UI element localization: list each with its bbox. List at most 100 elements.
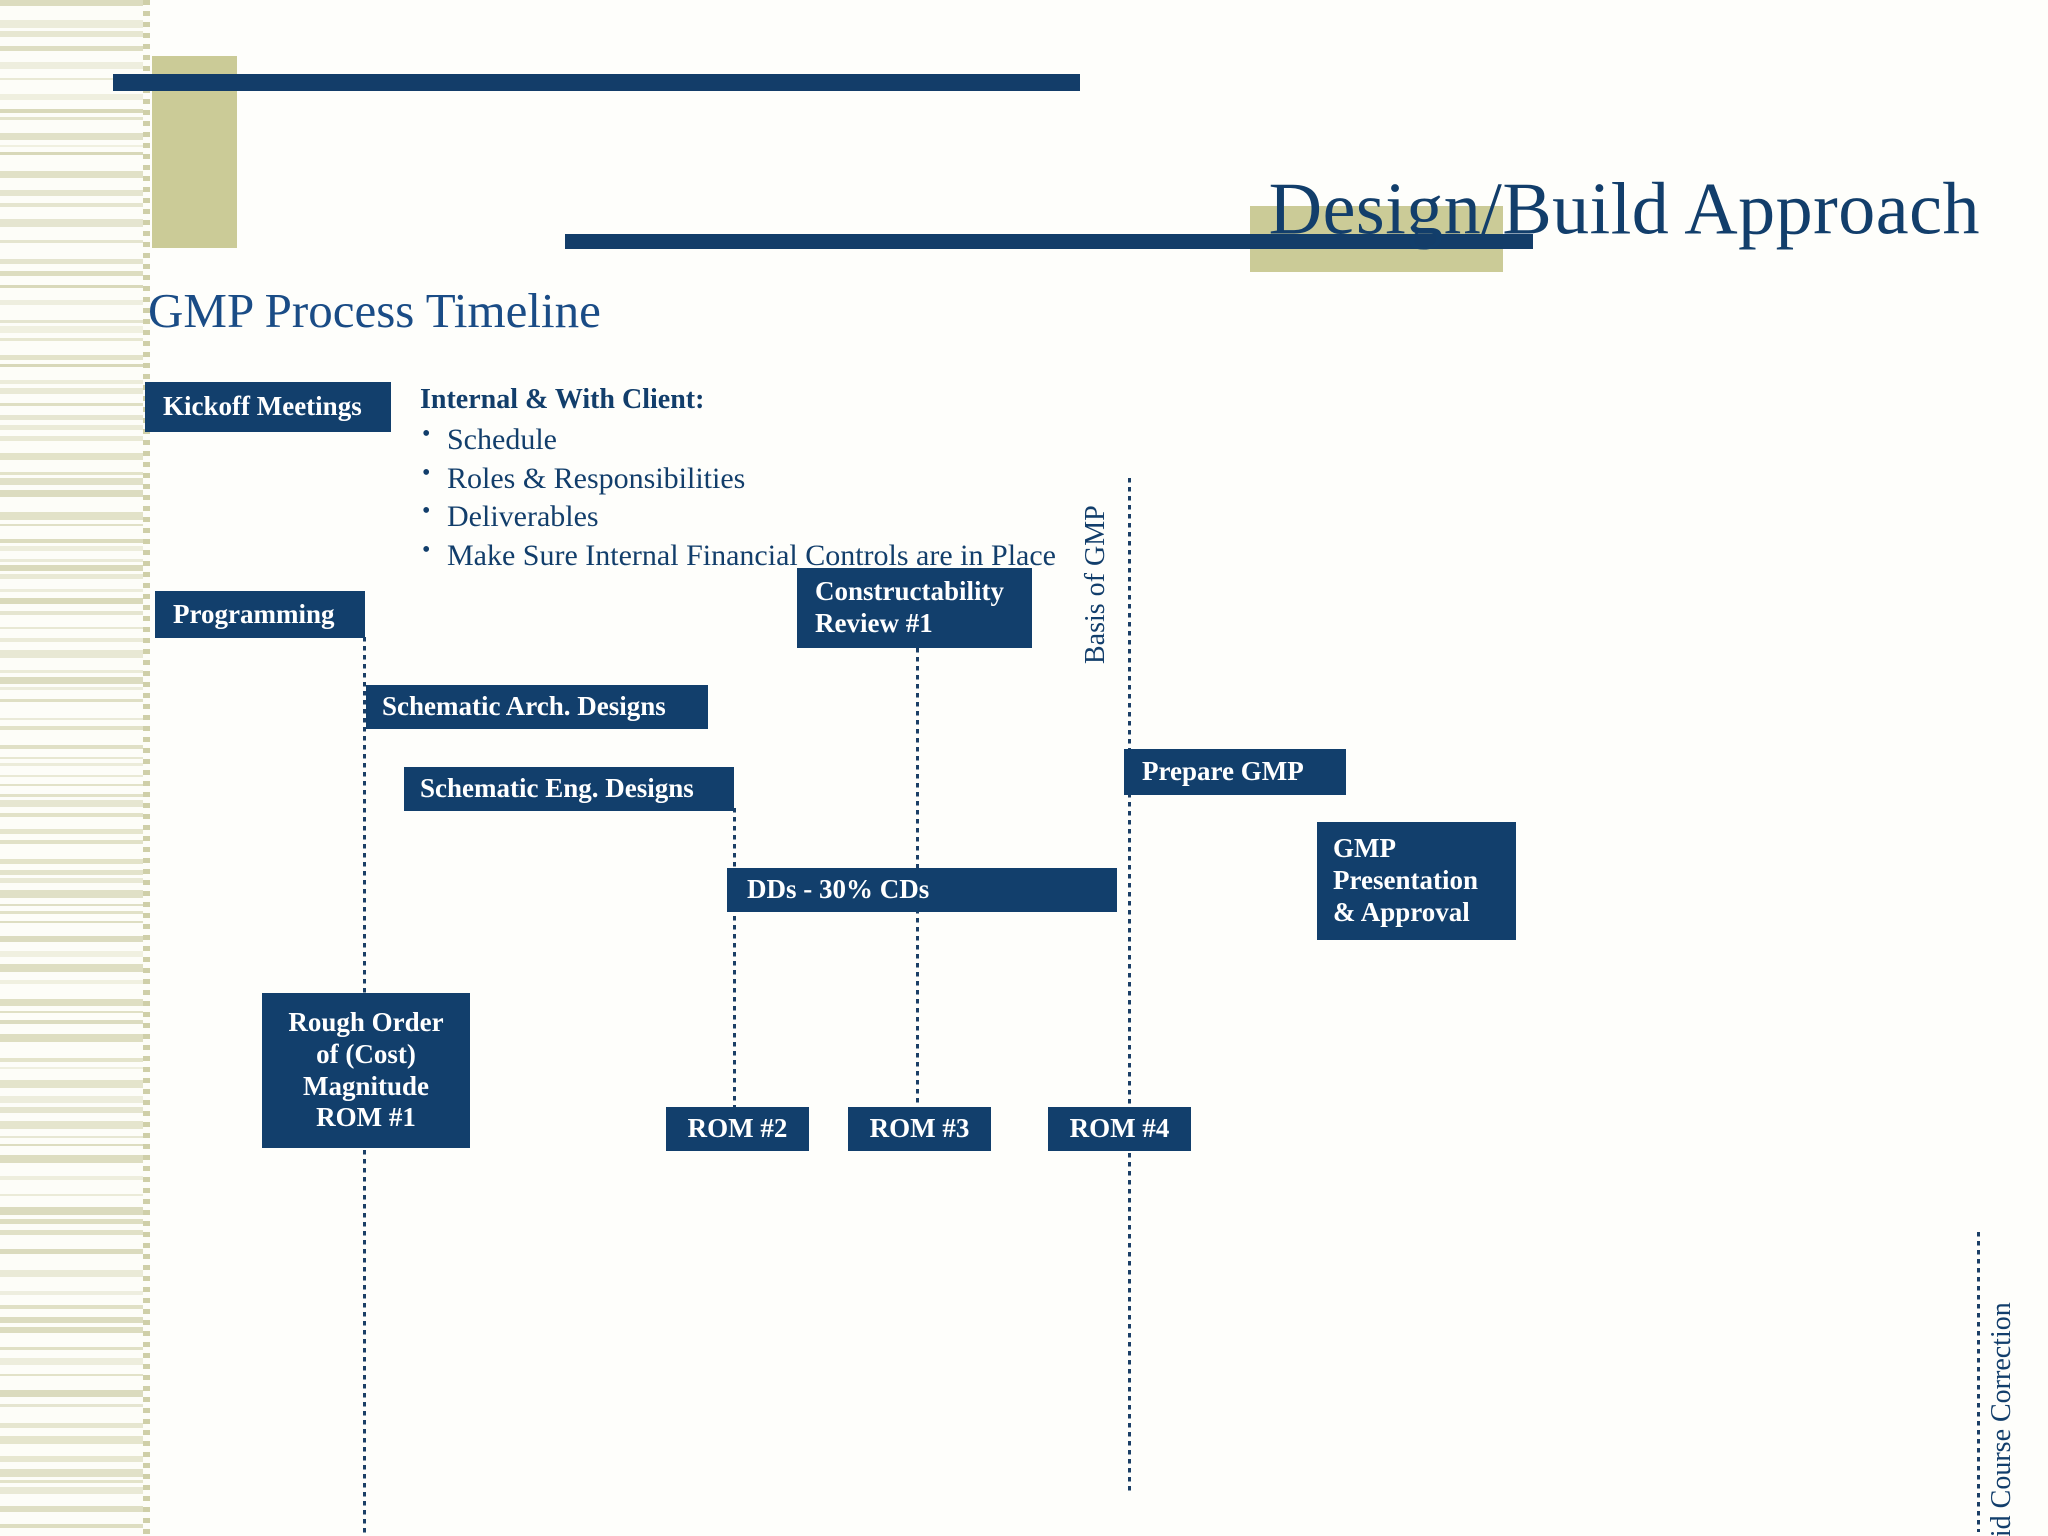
band-stripe: [0, 1067, 144, 1069]
band-stripe: [0, 133, 144, 140]
band-stripe: [0, 699, 144, 702]
timeline-box-label: Kickoff Meetings: [163, 391, 362, 422]
band-stripe: [0, 1136, 144, 1138]
page-title: Design/Build Approach: [1268, 168, 1980, 251]
band-stripe: [0, 1291, 144, 1295]
list-item: Deliverables: [420, 499, 1056, 533]
band-stripe: [0, 338, 144, 341]
timeline-box-label-line2: Review #1: [815, 608, 933, 638]
band-stripe: [0, 980, 144, 984]
timeline-box-label: ROM #3: [869, 1113, 970, 1144]
section-title: GMP Process Timeline: [148, 283, 601, 338]
band-stripe: [0, 1249, 144, 1254]
band-stripe: [0, 259, 144, 264]
band-stripe: [0, 559, 144, 562]
band-stripe: [0, 546, 144, 551]
connector-mid-course-correction: [1977, 1232, 1980, 1532]
timeline-box-label-line2: Presentation: [1333, 865, 1478, 896]
timeline-box-rom-1[interactable]: Rough Order of (Cost) Magnitude ROM #1: [262, 993, 470, 1148]
band-stripe: [0, 921, 144, 923]
band-stripe: [0, 1096, 144, 1103]
band-stripe: [0, 109, 144, 113]
band-stripe: [0, 999, 144, 1006]
kickoff-heading: Internal & With Client:: [420, 384, 705, 415]
left-band-edge-stripes: [143, 0, 150, 1536]
timeline-box-dds-30-cds[interactable]: DDs - 30% CDs: [727, 868, 1117, 912]
band-stripe: [0, 1270, 144, 1277]
band-stripe: [0, 0, 144, 6]
band-stripe: [0, 565, 144, 571]
band-stripe: [0, 964, 144, 972]
band-stripe: [0, 687, 144, 690]
band-stripe: [0, 20, 144, 28]
timeline-box-label: Constructability Review #1: [815, 576, 1004, 640]
timeline-box-constructability-review[interactable]: Constructability Review #1: [797, 568, 1032, 648]
band-stripe: [0, 1058, 144, 1062]
band-stripe: [0, 1194, 144, 1196]
band-stripe: [0, 380, 144, 384]
timeline-box-kickoff-meetings[interactable]: Kickoff Meetings: [145, 382, 391, 432]
band-stripe: [0, 794, 144, 797]
band-stripe: [0, 589, 144, 592]
band-stripe: [0, 1436, 144, 1444]
header-navy-bar-bottom: [565, 234, 1533, 249]
timeline-box-prepare-gmp[interactable]: Prepare GMP: [1124, 749, 1346, 795]
band-stripe: [0, 1456, 144, 1462]
band-stripe: [0, 326, 144, 333]
band-stripe: [0, 478, 144, 485]
band-stripe: [0, 627, 144, 629]
band-stripe: [0, 271, 144, 276]
band-stripe: [0, 859, 144, 864]
band-stripe: [0, 472, 144, 475]
band-stripe: [0, 539, 144, 543]
band-stripe: [0, 425, 144, 430]
connector-basis-of-gmp: [1128, 478, 1131, 1491]
band-stripe: [0, 1121, 144, 1129]
band-stripe: [0, 46, 144, 51]
band-stripe: [0, 1358, 144, 1365]
timeline-box-rom-2[interactable]: ROM #2: [666, 1107, 809, 1151]
band-stripe: [0, 512, 144, 520]
timeline-box-rom-4[interactable]: ROM #4: [1048, 1107, 1191, 1151]
timeline-box-label: Schematic Eng. Designs: [420, 773, 694, 804]
timeline-box-label: Rough Order of (Cost) Magnitude ROM #1: [288, 1007, 443, 1134]
band-stripe: [0, 1487, 144, 1494]
band-stripe: [0, 784, 144, 786]
band-stripe: [0, 285, 144, 288]
timeline-box-label: ROM #2: [687, 1113, 788, 1144]
timeline-box-label: DDs - 30% CDs: [747, 874, 930, 905]
band-stripe: [0, 677, 144, 684]
timeline-box-label: Schematic Arch. Designs: [382, 691, 666, 722]
band-stripe: [0, 840, 144, 844]
band-stripe: [0, 670, 144, 673]
timeline-box-label: GMP Presentation & Approval: [1333, 833, 1478, 929]
band-stripe: [0, 62, 144, 69]
band-stripe: [0, 403, 144, 406]
band-stripe: [0, 1020, 144, 1024]
band-stripe: [0, 524, 144, 526]
band-stripe: [0, 1506, 144, 1512]
band-stripe: [0, 638, 144, 642]
band-stripe: [0, 1469, 144, 1477]
timeline-box-gmp-presentation-approval[interactable]: GMP Presentation & Approval: [1317, 822, 1516, 940]
timeline-box-label-line1: Constructability: [815, 576, 1004, 607]
timeline-box-label: Prepare GMP: [1142, 756, 1304, 787]
timeline-box-programming[interactable]: Programming: [155, 591, 365, 638]
list-item: Make Sure Internal Financial Controls ar…: [420, 538, 1056, 572]
band-stripe: [0, 219, 144, 227]
band-stripe: [0, 650, 144, 658]
band-stripe: [0, 800, 144, 807]
band-stripe: [0, 152, 144, 155]
band-stripe: [0, 490, 144, 497]
band-stripe: [0, 1080, 144, 1088]
timeline-box-rom-3[interactable]: ROM #3: [848, 1107, 991, 1151]
band-stripe: [0, 1034, 144, 1042]
timeline-box-schematic-eng-designs[interactable]: Schematic Eng. Designs: [404, 767, 734, 811]
band-stripe: [0, 240, 144, 243]
timeline-box-label: Programming: [173, 598, 335, 629]
timeline-box-label-line1: Rough Order: [288, 1006, 444, 1037]
timeline-box-schematic-arch-designs[interactable]: Schematic Arch. Designs: [366, 685, 708, 729]
band-stripe: [0, 364, 144, 367]
band-stripe: [0, 1305, 144, 1309]
band-stripe: [0, 31, 144, 37]
